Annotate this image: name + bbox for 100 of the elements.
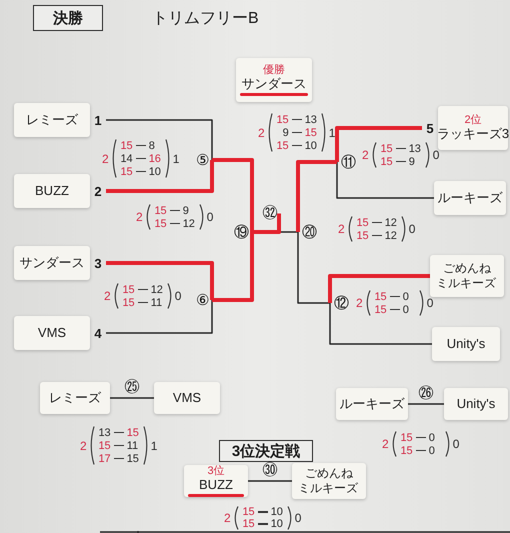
seed-number: 3 [94,256,102,270]
point-score: 15 [374,290,387,302]
point-score: 12 [150,284,163,296]
point-score: 15 [98,440,111,452]
team-name: Unity's [456,396,496,412]
heading-box [219,440,313,462]
team-name: VMS [172,390,202,406]
set-count: 2 [104,290,111,302]
point-score: 8 [148,140,155,152]
seed-number: 4 [94,326,102,340]
bracket-line [297,232,330,304]
team-name: BUZZ [35,183,69,199]
point-score: 0 [428,444,435,456]
team-name: ルーキーズ [438,190,502,206]
set-count: 1 [328,126,336,138]
team-name: ラッキーズ3 [436,126,510,142]
set-count: 2 [80,440,87,452]
set-count: 1 [172,152,180,164]
set-count: 2 [338,223,345,235]
point-score: 12 [384,216,397,228]
bracket-line [328,274,430,303]
point-score: 10 [304,140,317,152]
team-name: BUZZ [199,476,233,492]
heading-box [33,5,103,31]
set-count: 2 [224,512,231,524]
bracket-line [110,397,155,399]
point-score: 10 [270,506,283,518]
team-name: VMS [38,325,66,341]
point-score: 16 [148,152,161,164]
point-score: 15 [120,166,133,178]
point-score: 9 [182,204,189,216]
seed-number: 1 [94,114,102,126]
set-count: 0 [452,438,460,450]
heading-text: 決勝 [53,10,83,26]
bracket-line [336,162,434,199]
team-card [154,382,220,414]
team-card [336,388,408,420]
team-name: ごめんねミルキーズ [436,261,497,291]
point-score: 13 [98,426,111,438]
team-name: Unity's [446,336,486,352]
point-score: 15 [154,204,167,216]
match-number: ㉜ [261,205,279,222]
point-score: 13 [304,114,317,126]
rank-note: 2位 [464,114,482,126]
bracket-line [106,119,213,160]
bracket-line [106,261,214,300]
set-count: 2 [136,211,143,223]
set-count: 0 [174,290,182,302]
rank-note: 3位 [207,466,225,476]
point-score: 15 [242,506,255,518]
point-score: 14 [120,152,133,164]
point-score: 15 [356,230,369,242]
point-score: 15 [126,452,139,464]
team-name: ごめんねミルキーズ [298,466,359,496]
point-score: 17 [98,452,111,464]
match-number: ⑳ [298,224,319,240]
team-card [292,463,366,499]
team-name: サンダース [242,76,306,92]
seed-number: 5 [426,122,434,134]
match-number: ㉕ [124,379,140,396]
team-card [430,255,504,297]
match-number: ⑲ [232,224,252,240]
point-score: 15 [122,284,135,296]
team-name: サンダース [20,255,84,271]
point-score: 0 [402,290,409,302]
point-score: 15 [380,142,393,154]
point-score: 15 [356,216,369,228]
bracket-line [106,300,213,334]
team-name: レミーズ [49,390,101,406]
set-count: 2 [102,152,109,164]
bracket-line [248,480,293,482]
set-count: 0 [294,512,302,524]
set-count: 0 [206,211,214,223]
team-card [236,58,312,102]
team-card [40,382,110,414]
heading-text: 3位決定戦 [232,444,300,458]
match-number: ㉚ [262,462,278,479]
point-score: 9 [408,156,415,168]
bracket-line [408,403,445,405]
point-score: 15 [374,304,387,316]
team-name: ルーキーズ [340,396,404,412]
bracket-line [212,158,254,232]
set-count: 0 [408,223,416,235]
team-name: レミーズ [26,112,78,128]
point-score: 15 [400,444,413,456]
seed-number: 2 [94,184,102,198]
point-score: 12 [384,230,397,242]
point-score: 15 [120,140,133,152]
set-count: 0 [426,297,434,309]
point-score: 15 [122,296,135,308]
bracket-line [252,214,281,234]
point-score: 11 [150,296,162,308]
point-score: 15 [304,126,317,138]
team-card [184,465,248,497]
title-text: トリムフリーB [152,9,259,29]
set-count: 2 [382,438,389,450]
match-number: ⑪ [337,154,358,170]
bracket-line [329,303,432,345]
point-score: 0 [428,432,435,444]
bracket-line [335,126,422,162]
